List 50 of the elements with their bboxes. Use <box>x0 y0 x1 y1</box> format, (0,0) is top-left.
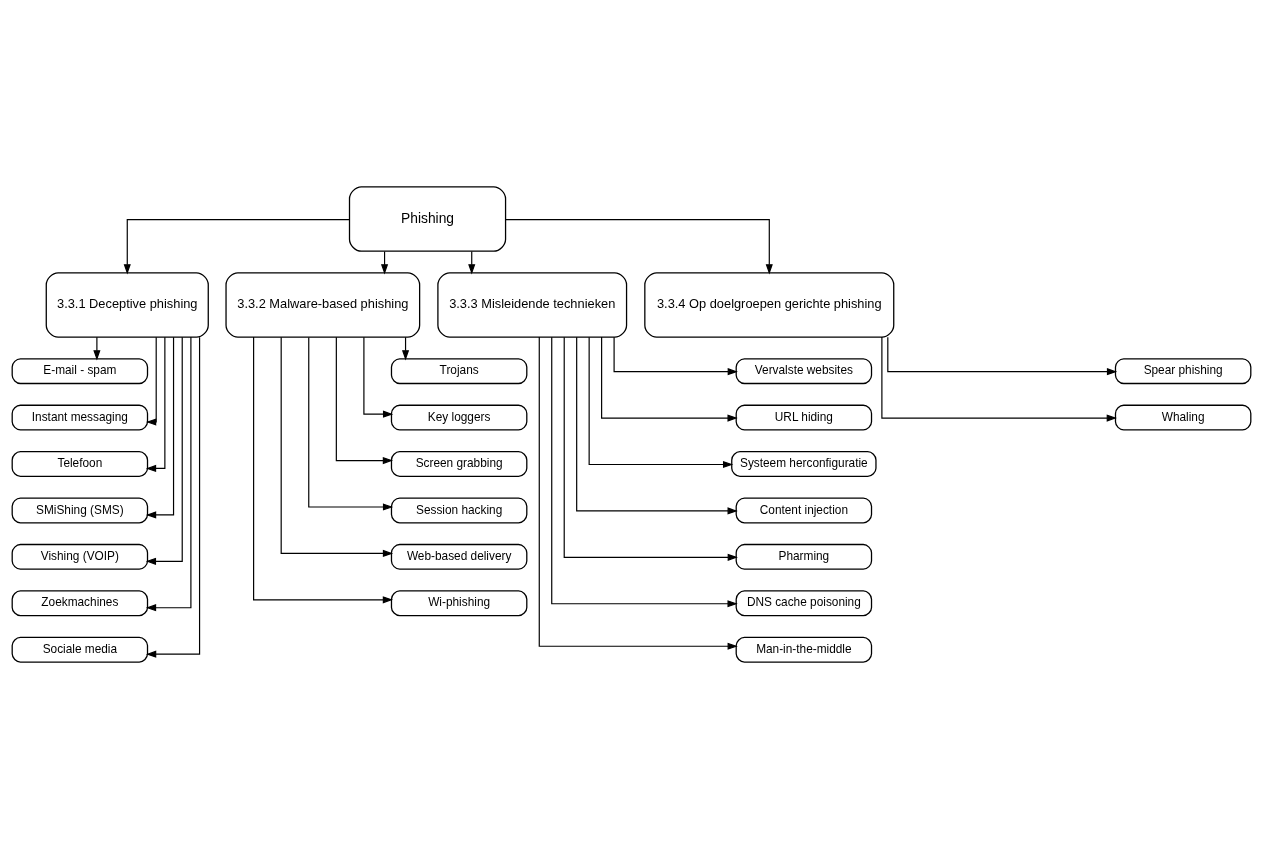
arrow <box>93 336 101 361</box>
arrow <box>253 336 394 604</box>
arrow <box>145 336 166 473</box>
arrow <box>551 336 738 608</box>
node-box: 3.3.1 Deceptive phishing <box>45 272 209 338</box>
arrow <box>335 336 394 465</box>
node-box: Screen grabbing <box>390 451 528 477</box>
arrow <box>887 336 1118 376</box>
node-box: Man-in-the-middle <box>735 636 873 663</box>
node-box: Wi-phishing <box>390 590 528 617</box>
arrow <box>145 336 175 519</box>
arrow <box>123 218 350 275</box>
node-box: Session hacking <box>390 497 528 524</box>
arrow <box>308 336 394 511</box>
node-box: 3.3.4 Op doelgroepen gerichte phishing <box>644 272 895 338</box>
node-box: SMiShing (SMS) <box>11 497 149 524</box>
node-box: Systeem herconfiguratie <box>731 451 877 477</box>
arrow <box>145 336 192 612</box>
node-box: Zoekmachines <box>11 590 149 617</box>
node-box: Vervalste websites <box>735 358 873 385</box>
arrow <box>363 336 394 418</box>
node-box: 3.3.3 Misleidende technieken <box>437 272 628 338</box>
node-box: Trojans <box>390 358 528 385</box>
node-box: Content injection <box>735 497 873 524</box>
arrow <box>588 336 734 469</box>
node-box: Sociale media <box>11 636 149 663</box>
node-box: Pharming <box>735 543 873 570</box>
node-box: Phishing <box>348 186 507 252</box>
node-box: URL hiding <box>735 404 873 431</box>
arrow <box>881 336 1117 422</box>
arrow <box>145 336 183 565</box>
arrow <box>145 336 157 426</box>
node-box: Spear phishing <box>1114 358 1252 385</box>
node-box: DNS cache poisoning <box>735 590 873 617</box>
arrow <box>280 336 394 557</box>
arrow <box>601 336 738 422</box>
node-box: E-mail - spam <box>11 358 149 385</box>
node-box: Web-based delivery <box>390 543 528 570</box>
arrow <box>563 336 738 561</box>
arrow <box>505 218 773 275</box>
arrow <box>576 336 738 515</box>
node-box: 3.3.2 Malware-based phishing <box>225 272 421 338</box>
arrow <box>538 336 738 650</box>
arrow <box>613 336 738 376</box>
node-box: Vishing (VOIP) <box>11 543 149 570</box>
node-box: Whaling <box>1114 404 1252 431</box>
node-box: Instant messaging <box>11 404 149 431</box>
arrow <box>145 336 201 658</box>
node-box: Key loggers <box>390 404 528 431</box>
node-box: Telefoon <box>11 451 149 477</box>
